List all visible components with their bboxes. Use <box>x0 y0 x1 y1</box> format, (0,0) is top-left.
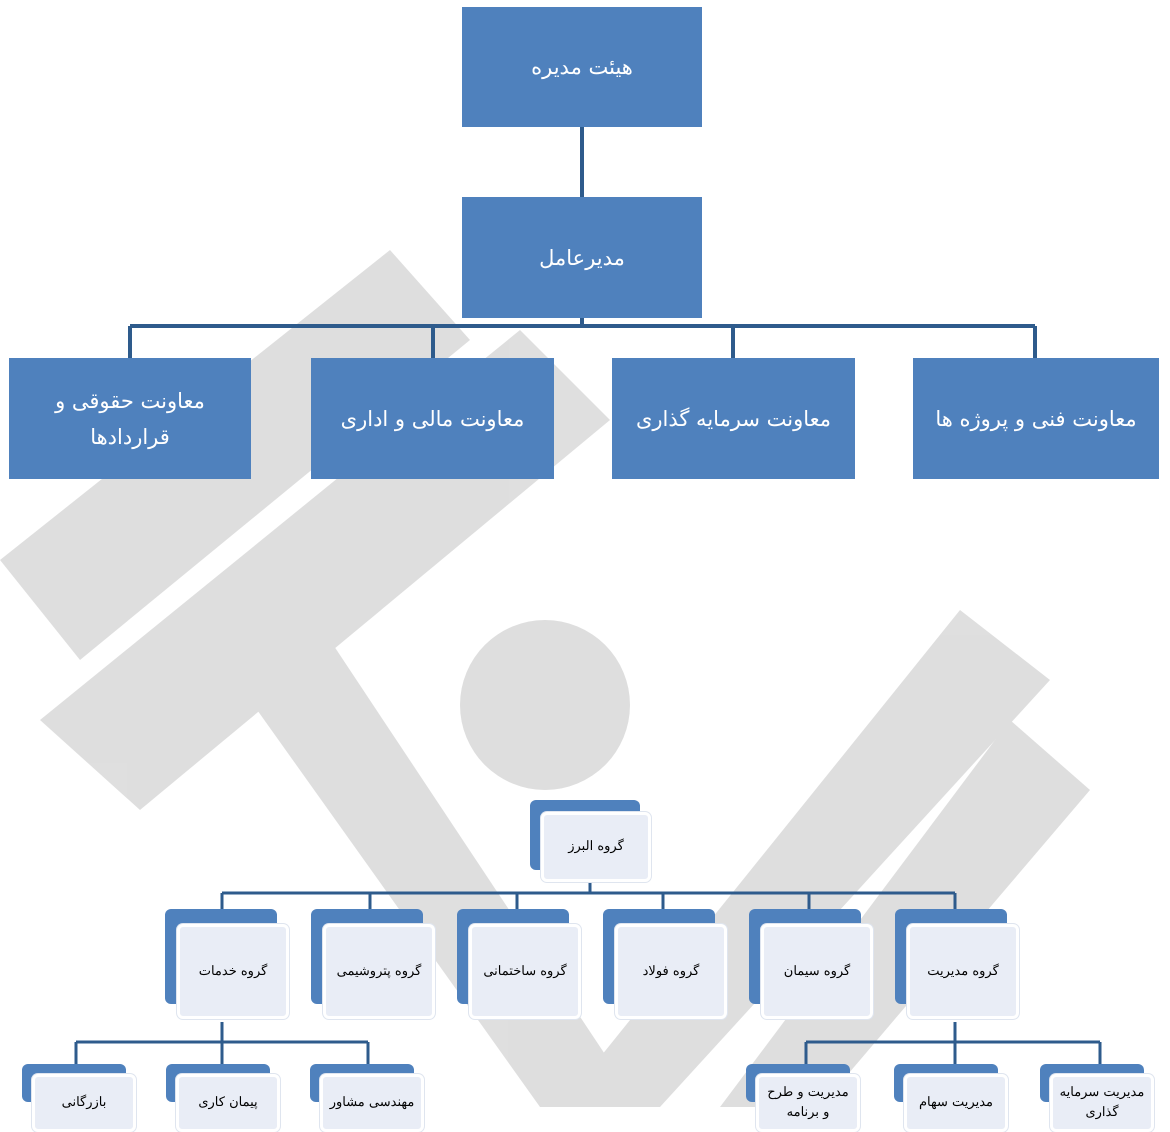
group-management-label: گروه مدیریت <box>927 963 999 979</box>
management-investment-card: مدیریت سرمایه گذاری <box>1040 1064 1154 1132</box>
group-construction-label: گروه ساختمانی <box>483 963 567 979</box>
board-of-directors-box: هیئت مدیره <box>462 7 702 127</box>
services-commerce-card: بازرگانی <box>22 1064 136 1132</box>
group-services-card: گروه خدمات <box>165 909 289 1019</box>
management-shares-label: مدیریت سهام <box>919 1095 993 1110</box>
deputy-legal-box: معاونت حقوقی و قراردادها <box>9 358 251 479</box>
group-management-card: گروه مدیریت <box>895 909 1019 1019</box>
deputy-technical-box: معاونت فنی و پروژه ها <box>913 358 1159 479</box>
management-investment-line1: مدیریت سرمایه <box>1059 1085 1145 1100</box>
deputy-investment-label: معاونت سرمایه گذاری <box>635 406 832 431</box>
ceo-box: مدیرعامل <box>462 197 702 318</box>
ceo-label: مدیرعامل <box>539 245 625 270</box>
group-steel-card: گروه فولاد <box>603 909 727 1019</box>
deputy-finance-box: معاونت مالی و اداری <box>311 358 554 479</box>
group-cement-card: گروه سیمان <box>749 909 873 1019</box>
alborz-group-card: گروه البرز <box>530 800 651 882</box>
deputy-finance-label: معاونت مالی و اداری <box>340 406 525 431</box>
group-petrochemical-label: گروه پتروشیمی <box>336 963 422 979</box>
deputy-investment-box: معاونت سرمایه گذاری <box>612 358 855 479</box>
deputy-legal-line1: معاونت حقوقی و <box>55 388 205 413</box>
management-planning-line1: مدیریت و طرح <box>767 1085 849 1100</box>
services-contracting-card: پیمان کاری <box>166 1064 280 1132</box>
group-services-label: گروه خدمات <box>198 963 268 979</box>
deputy-technical-label: معاونت فنی و پروژه ها <box>935 406 1137 431</box>
management-investment-line2: گذاری <box>1085 1105 1119 1120</box>
deputy-legal-line2: قراردادها <box>90 424 170 449</box>
services-contracting-label: پیمان کاری <box>198 1095 258 1110</box>
services-consulting-label: مهندسی مشاور <box>329 1095 415 1110</box>
group-construction-card: گروه ساختمانی <box>457 909 581 1019</box>
management-planning-line2: و برنامه <box>786 1105 830 1120</box>
services-commerce-label: بازرگانی <box>61 1095 107 1110</box>
group-petrochemical-card: گروه پتروشیمی <box>311 909 435 1019</box>
group-cement-label: گروه سیمان <box>783 963 851 979</box>
connector-lines <box>74 127 1102 1064</box>
management-planning-card: مدیریت و طرح و برنامه <box>746 1064 860 1132</box>
group-steel-label: گروه فولاد <box>642 963 700 979</box>
management-shares-card: مدیریت سهام <box>894 1064 1008 1132</box>
services-consulting-card: مهندسی مشاور <box>310 1064 424 1132</box>
board-label: هیئت مدیره <box>531 55 633 79</box>
alborz-group-label: گروه البرز <box>568 839 624 854</box>
